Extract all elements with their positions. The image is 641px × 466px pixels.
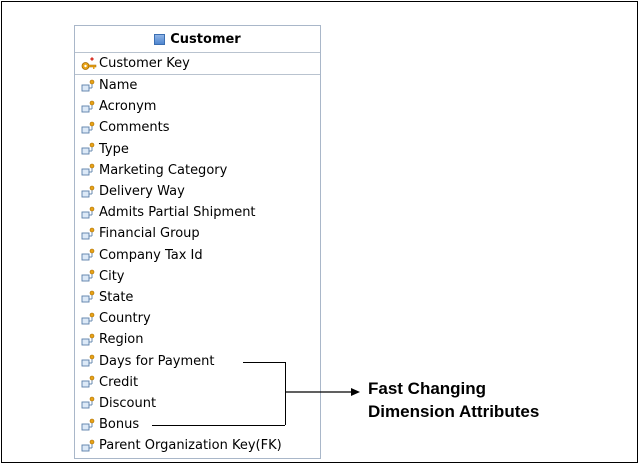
attribute-icon [81,312,95,325]
attribute-icon [81,227,95,240]
attribute-icon [81,164,95,176]
attribute-icon [81,100,95,113]
attribute-row: City [75,266,320,287]
attribute-icon [81,142,95,155]
callout-arrow [285,388,360,396]
callout-line-1: Fast Changing [368,379,487,398]
attribute-row: Bonus [75,414,320,435]
attribute-row: Credit [75,372,320,393]
attribute-label: Name [99,78,138,94]
callout-line-2: Dimension Attributes [368,402,540,421]
attribute-icon [81,439,95,452]
attribute-icon [81,248,95,261]
attribute-icon [81,185,95,197]
attribute-label: State [99,289,134,305]
bracket-top [243,362,285,363]
attribute-row: Financial Group [75,223,320,244]
primary-key-label: Customer Key [99,56,190,71]
attribute-row: State [75,287,320,308]
attribute-icon [81,375,95,388]
attribute-row: Admits Partial Shipment [75,202,320,223]
attribute-row: Region [75,329,320,350]
attribute-icon [81,206,95,219]
attribute-row: Type [75,139,320,160]
attribute-label: Marketing Category [99,162,228,178]
attribute-icon [81,291,95,303]
attribute-row: Discount [75,393,320,414]
attribute-icon [81,333,95,346]
bracket-vertical [285,362,286,425]
bracket-bottom [152,425,285,426]
entity-header: Customer [75,26,320,53]
attribute-row: Acronym [75,96,320,117]
attribute-label: Admits Partial Shipment [99,205,256,221]
attribute-label: Delivery Way [99,184,185,200]
attribute-icon [81,397,95,409]
attribute-row: Company Tax Id [75,245,320,266]
attribute-row: Name [75,75,320,96]
attribute-label: Parent Organization Key(FK) [99,438,282,454]
attribute-label: Days for Payment [99,353,215,369]
primary-key-icon [81,56,97,70]
attribute-row: Days for Payment [75,350,320,371]
attribute-icon [81,121,95,134]
attribute-icon [81,418,95,431]
primary-key-row: Customer Key [75,53,320,75]
attribute-label: Comments [99,120,170,136]
attribute-label: Credit [99,374,139,390]
attribute-label: Bonus [99,417,140,433]
attribute-icon [81,79,95,92]
table-icon [154,33,166,45]
attribute-row: Marketing Category [75,160,320,181]
attribute-label: Region [99,332,144,348]
attribute-row: Delivery Way [75,181,320,202]
attribute-row: Parent Organization Key(FK) [75,435,320,456]
attribute-label: Type [99,141,129,157]
attribute-label: Company Tax Id [99,247,203,263]
attribute-icon [81,354,95,367]
attribute-label: Financial Group [99,226,200,242]
attribute-row: Country [75,308,320,329]
attribute-label: Acronym [99,99,157,115]
callout-label: Fast Changing Dimension Attributes [368,377,539,423]
entity-title: Customer [170,31,241,47]
attribute-label: Discount [99,395,157,411]
attribute-row: Comments [75,117,320,138]
attribute-label: Country [99,311,151,327]
attribute-icon [81,269,95,282]
attribute-label: City [99,268,125,284]
